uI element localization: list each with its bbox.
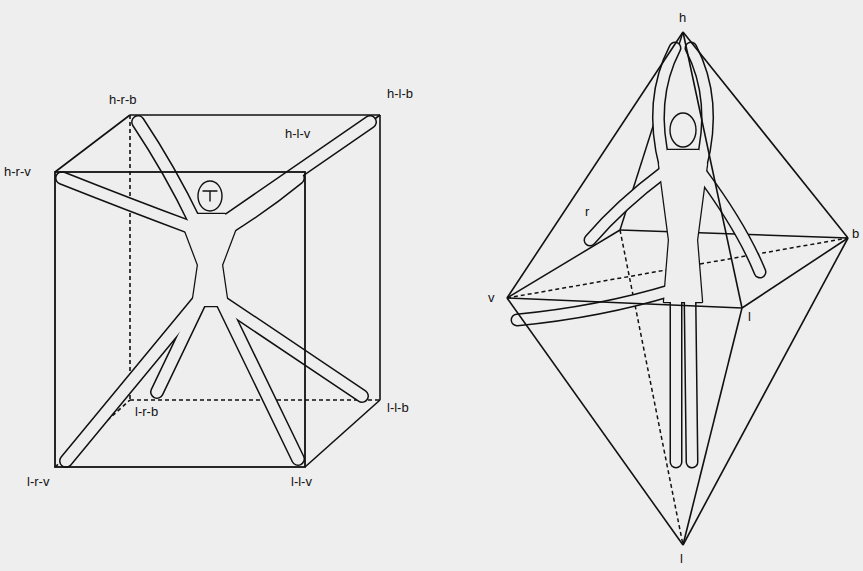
drawing-stroke xyxy=(683,32,742,308)
drawing-stroke xyxy=(659,150,707,302)
drawing-stroke xyxy=(683,308,742,545)
vertex-label: h-l-v xyxy=(284,126,311,141)
drawing-stroke xyxy=(507,230,620,298)
drawing-stroke xyxy=(659,150,707,302)
vertex-label: l-r-b xyxy=(134,404,159,419)
octahedron xyxy=(507,32,848,545)
drawing-stroke xyxy=(379,115,381,400)
drawing-stroke xyxy=(129,115,131,400)
drawing-stroke xyxy=(517,48,760,462)
drawing-stroke xyxy=(198,181,222,211)
drawing-stroke xyxy=(203,191,217,201)
octahedron-figure xyxy=(517,48,760,462)
drawing-stroke xyxy=(683,238,848,545)
vertex-label: h-r-b xyxy=(108,92,137,107)
cube-front xyxy=(55,172,305,467)
drawing-stroke xyxy=(130,399,380,401)
drawing-stroke xyxy=(670,113,696,147)
vertex-label: l xyxy=(747,309,752,324)
vertex-label: l xyxy=(679,551,684,566)
drawing-stroke xyxy=(517,48,760,462)
drawing-stroke xyxy=(55,115,130,172)
drawing-stroke xyxy=(507,298,683,545)
drawing-stroke xyxy=(184,214,236,306)
drawing-stroke xyxy=(507,298,742,308)
drawing-stroke xyxy=(130,114,380,116)
vertex-label: l-l-b xyxy=(386,400,410,415)
vertex-label: h xyxy=(678,10,687,25)
drawing-stroke xyxy=(683,32,848,238)
vertex-label: l-r-v xyxy=(26,474,50,489)
vertex-label: b xyxy=(851,226,860,241)
drawing-stroke xyxy=(184,214,236,306)
vertex-label: l-l-v xyxy=(290,474,313,489)
vertex-label: r xyxy=(584,204,590,219)
drawing-stroke xyxy=(305,400,380,467)
cube xyxy=(55,115,380,467)
vertex-label: v xyxy=(487,290,496,305)
drawing-stroke xyxy=(742,238,848,308)
drawing-stroke xyxy=(55,172,305,467)
octahedron-back xyxy=(507,32,848,545)
vertex-label: h-l-b xyxy=(386,86,414,101)
drawing-stroke xyxy=(507,32,683,298)
vertex-label: h-r-v xyxy=(3,164,32,179)
